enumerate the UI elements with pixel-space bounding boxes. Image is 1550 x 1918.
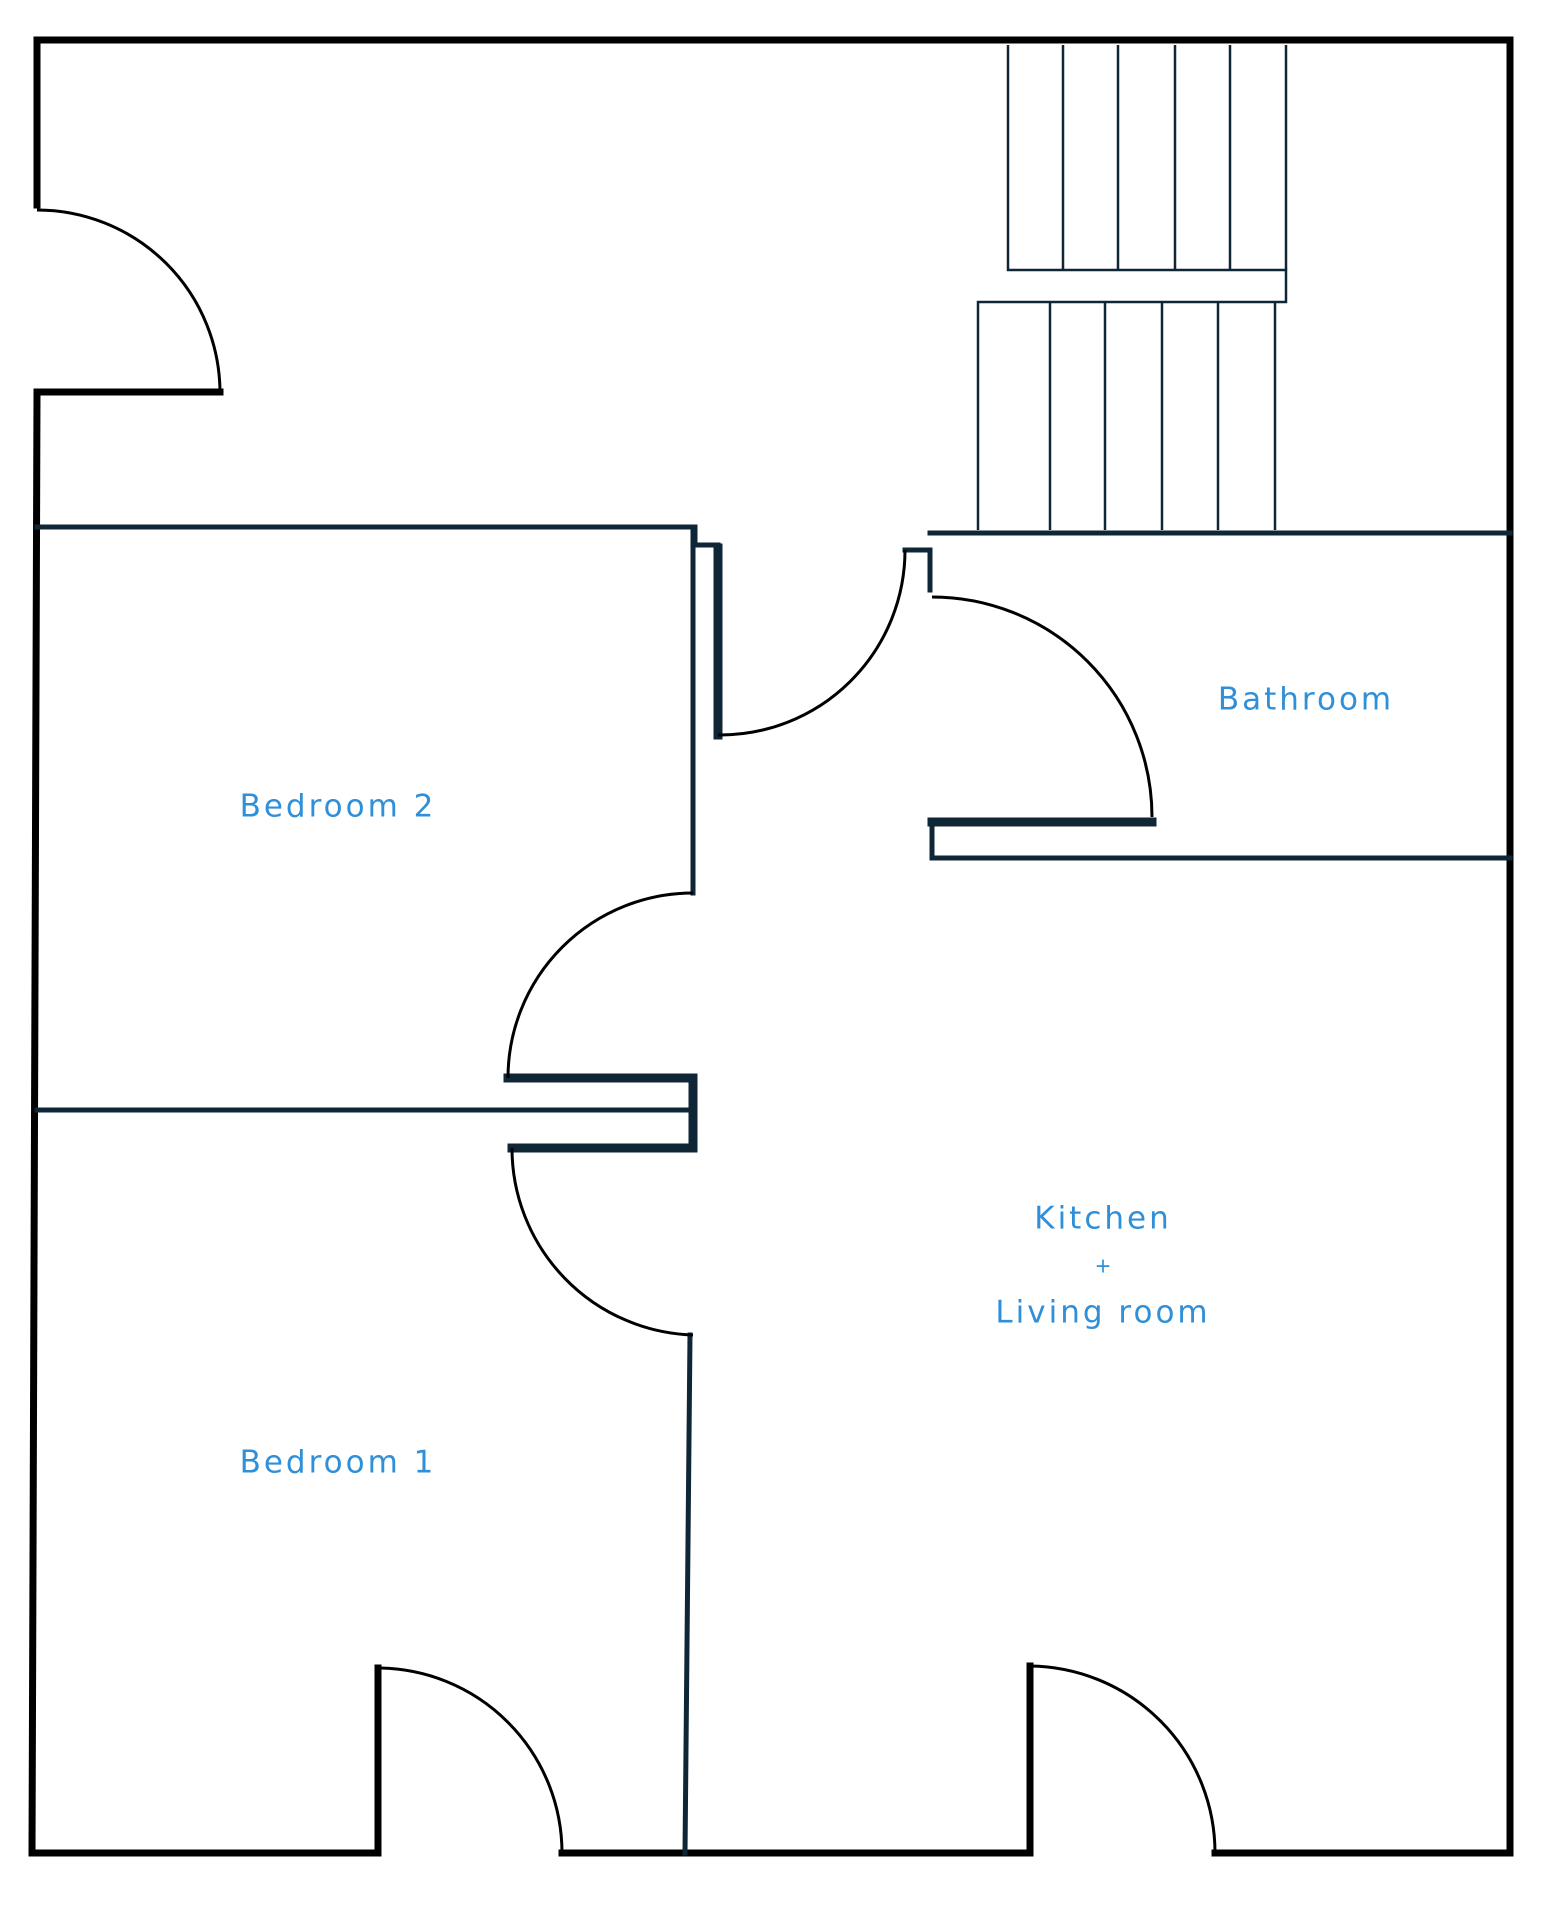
bedroom2-top-wall bbox=[34, 524, 721, 548]
bathroom-door-swing bbox=[931, 595, 1154, 818]
bedroom2-door-swing bbox=[506, 891, 694, 1079]
door-swings bbox=[36, 208, 1217, 1854]
hall-door-swing bbox=[717, 549, 907, 737]
bedroom1-door-jamb-top bbox=[507, 1105, 698, 1153]
room-labels: Bedroom 2 Bedroom 1 Bathroom Kitchen + L… bbox=[240, 682, 1394, 1481]
bedroom1-right-wall bbox=[682, 1332, 693, 1856]
stair-upper-flight bbox=[976, 45, 1288, 530]
bedroom1-exit-door-swing bbox=[377, 1666, 564, 1854]
outer-wall-main bbox=[28, 36, 1514, 1857]
bathroom-bottom-wall bbox=[929, 819, 1513, 861]
entry-door-swing bbox=[36, 208, 222, 393]
staircase bbox=[976, 45, 1288, 530]
bedroom1-door-swing bbox=[510, 1147, 694, 1337]
outer-walls bbox=[28, 36, 1514, 1857]
label-living-room: Living room bbox=[995, 1295, 1210, 1331]
kitchen-exit-door-swing bbox=[1029, 1664, 1217, 1854]
label-kitchen-plus: + bbox=[1095, 1254, 1112, 1278]
interior-partitions bbox=[34, 524, 1513, 1856]
label-bathroom: Bathroom bbox=[1218, 682, 1394, 718]
bedroom2-door-jamb bbox=[503, 1073, 698, 1115]
label-bedroom-1: Bedroom 1 bbox=[240, 1445, 437, 1481]
label-bedroom-2: Bedroom 2 bbox=[240, 789, 437, 825]
label-kitchen: Kitchen bbox=[1034, 1201, 1172, 1237]
bathroom-door-stub bbox=[902, 547, 933, 593]
